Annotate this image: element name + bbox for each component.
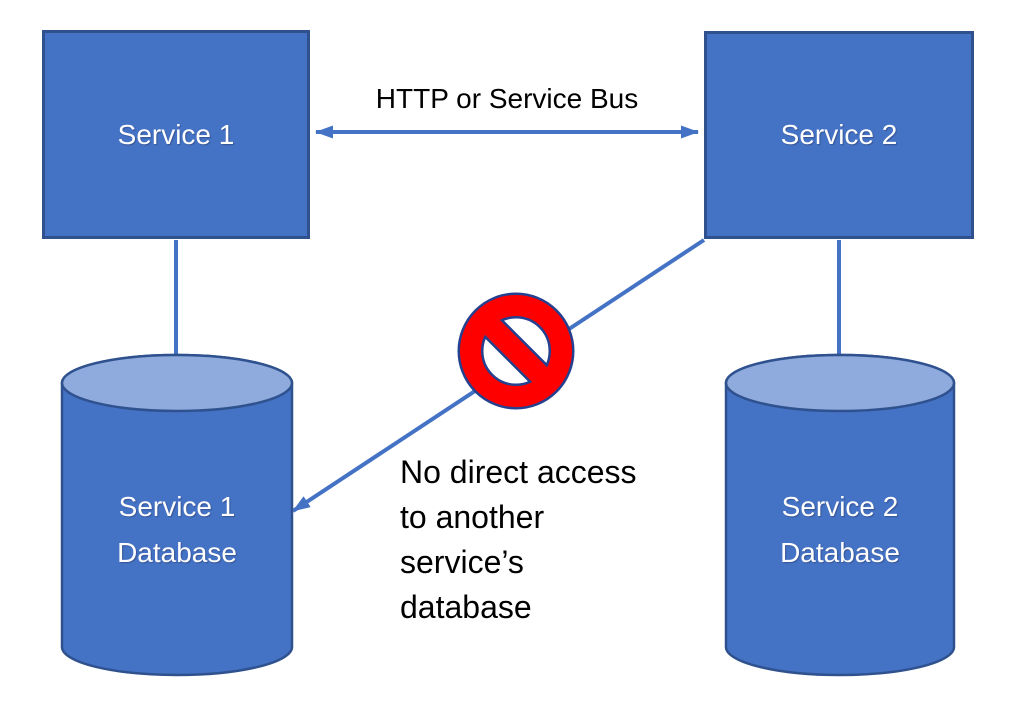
db2-cylinder (724, 353, 956, 677)
http-bus-label: HTTP or Service Bus (375, 83, 639, 114)
node-db1-label: Service 1 Database (62, 395, 292, 665)
node-db1-label-line1: Service 1 (118, 491, 236, 522)
node-service1: Service 1 (42, 30, 310, 239)
node-db2-label: Service 2 Database (726, 395, 954, 665)
node-db2-label-line1: Service 2 (781, 491, 899, 522)
node-service1-label: Service 1 (117, 118, 235, 150)
no-access-note-line4: database (400, 589, 532, 625)
node-db2-label-line2: Database (780, 537, 900, 568)
db1-cylinder (60, 353, 294, 677)
no-access-note-line2: to another (400, 499, 545, 535)
no-access-note: No direct access to another service’s da… (400, 450, 680, 630)
db1-cylinder-top (60, 353, 294, 413)
db2-cylinder-top (724, 353, 956, 413)
no-entry-icon (457, 292, 575, 410)
node-service2-label: Service 2 (780, 119, 898, 150)
node-service2: Service 2 (704, 31, 974, 239)
no-access-note-line3: service’s (400, 544, 524, 580)
no-access-note-line1: No direct access (400, 454, 637, 490)
node-db1-label-line2: Database (117, 537, 237, 568)
